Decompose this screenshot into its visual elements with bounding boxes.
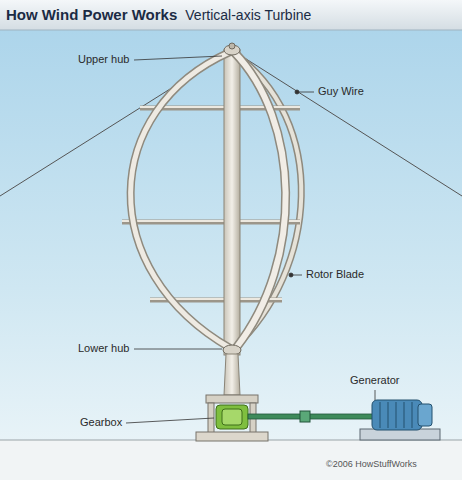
diagram-title: How Wind Power Works (6, 6, 177, 24)
part-label: Lower hub (78, 342, 129, 355)
part-label: Guy Wire (318, 85, 364, 98)
copyright-note: ©2006 HowStuffWorks (326, 458, 417, 471)
part-label: Gearbox (80, 416, 122, 429)
part-label: Generator (350, 374, 400, 387)
part-label: Rotor Blade (306, 268, 364, 281)
diagram-subtitle: Vertical-axis Turbine (185, 6, 311, 24)
part-label: Upper hub (78, 53, 129, 66)
